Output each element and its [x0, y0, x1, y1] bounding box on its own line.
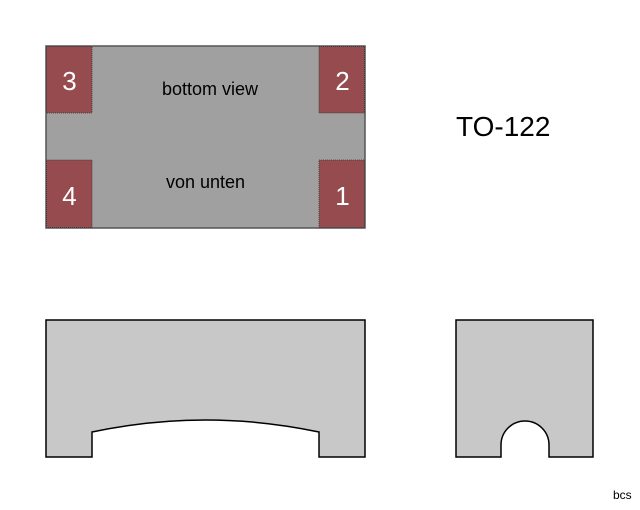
package-body-bottom	[45, 45, 366, 229]
credit: bcs	[613, 488, 632, 502]
pad-2	[318, 46, 365, 114]
package-title: TO-122	[456, 111, 551, 142]
pad-3	[46, 46, 93, 114]
pin-label-4: 4	[62, 181, 77, 211]
pad-1	[318, 159, 365, 228]
side-view-end	[455, 319, 594, 458]
pin-label-1: 1	[335, 181, 350, 211]
bottom-view	[45, 45, 366, 229]
side-view-front	[45, 319, 366, 458]
von-unten-label: von unten	[165, 172, 246, 192]
pin-label-3: 3	[62, 66, 77, 96]
bottom-view-label: bottom view	[161, 79, 259, 99]
pin-label-2: 2	[335, 66, 350, 96]
pad-4	[46, 159, 93, 228]
